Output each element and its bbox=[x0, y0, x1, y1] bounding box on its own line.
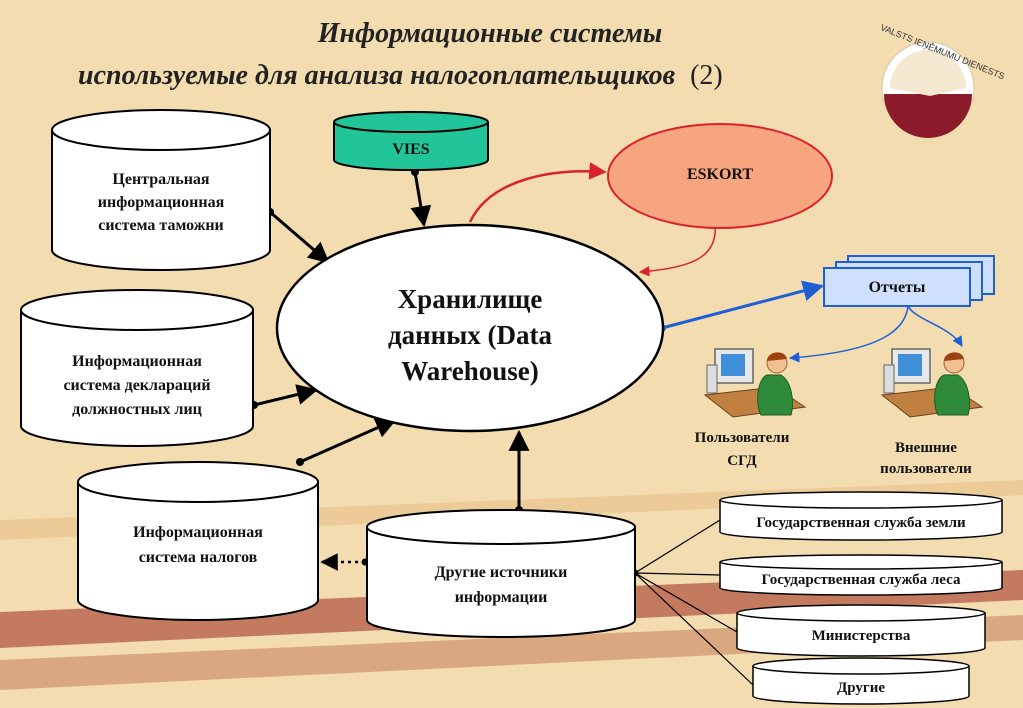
vies-cylinder: VIES bbox=[333, 111, 489, 171]
connector-dot bbox=[296, 458, 304, 466]
reports-label: Отчеты bbox=[869, 279, 926, 296]
arrow-reports-to-external-users bbox=[907, 305, 963, 347]
source-link-line bbox=[634, 572, 754, 686]
taxes-label-2: система налогов bbox=[139, 549, 258, 566]
cylinder-top bbox=[366, 509, 636, 545]
declarations-label-2: система деклараций bbox=[63, 377, 210, 394]
source-label-land: Государственная служба земли bbox=[756, 515, 966, 531]
warehouse-label-2: данных (Data bbox=[388, 320, 553, 350]
report-page-front bbox=[823, 267, 971, 307]
external-users-label-2: пользователи bbox=[880, 461, 972, 477]
warehouse-label-3: Warehouse) bbox=[401, 356, 539, 386]
customs-label-1: Центральная bbox=[112, 171, 210, 188]
other-sources-label-2: информации bbox=[455, 589, 548, 606]
cylinder-top bbox=[736, 604, 986, 622]
arrow-declarations-to-warehouse bbox=[253, 384, 319, 407]
arrow-customs-to-warehouse bbox=[269, 210, 330, 264]
source-label-forest: Государственная служба леса bbox=[761, 572, 961, 588]
cylinder-body bbox=[366, 527, 636, 638]
cylinder-body bbox=[51, 130, 271, 271]
logo-circle-top bbox=[890, 50, 966, 96]
arrow-taxes-to-warehouse bbox=[299, 418, 397, 464]
reports-node: Отчеты bbox=[823, 255, 995, 307]
external-users-label-1: Внешние bbox=[895, 440, 957, 456]
eskort-node: ESKORT bbox=[607, 123, 833, 229]
title-suffix: (2) bbox=[690, 60, 723, 91]
other-sources-label-1: Другие источники bbox=[435, 564, 568, 581]
cylinder-body bbox=[736, 613, 986, 657]
declarations-label-1: Информационная bbox=[72, 353, 202, 370]
arrow-reports-to-users-sgd bbox=[788, 305, 909, 363]
cylinder-body bbox=[719, 500, 1003, 541]
title-line-2-text: используемые для анализа налогоплательщи… bbox=[78, 60, 676, 91]
arrow-eskort-to-warehouse bbox=[638, 224, 716, 277]
computer-tower bbox=[706, 364, 718, 394]
taxes-system-cylinder: Информационная система налогов bbox=[77, 461, 319, 621]
external-workstation-icon bbox=[880, 348, 984, 418]
cylinder-top bbox=[77, 461, 319, 503]
customs-system-cylinder: Центральная информационная система тамож… bbox=[51, 109, 271, 271]
cylinder-top bbox=[752, 657, 970, 675]
arrow-warehouse-to-eskort bbox=[468, 162, 607, 223]
title-line-2: используемые для анализа налогоплательщи… bbox=[78, 60, 723, 91]
cylinder-body bbox=[333, 122, 489, 171]
warehouse-label-1: Хранилище bbox=[398, 284, 543, 314]
source-label-ministries: Министерства bbox=[812, 628, 911, 644]
user-workstation-icon bbox=[703, 348, 807, 418]
vies-label: VIES bbox=[392, 141, 429, 158]
taxes-label-1: Информационная bbox=[133, 524, 263, 541]
cylinder-top bbox=[719, 491, 1003, 509]
cylinder-body bbox=[719, 562, 1003, 596]
person-body bbox=[934, 374, 971, 416]
person-hair bbox=[944, 352, 964, 361]
warehouse-ellipse bbox=[275, 223, 665, 433]
logo-circle-fill bbox=[884, 94, 972, 138]
users-sgd-label-2: СГД bbox=[727, 453, 757, 469]
title-line-1: Информационные системы bbox=[317, 18, 662, 49]
eskort-ellipse bbox=[607, 123, 833, 229]
data-warehouse-node: Хранилище данных (Data Warehouse) bbox=[275, 223, 665, 433]
cylinder-body bbox=[77, 482, 319, 621]
source-cylinder-others: Другие bbox=[752, 657, 970, 705]
connectors bbox=[250, 168, 754, 686]
arrow-vies-to-warehouse bbox=[410, 171, 432, 228]
monitor-screen bbox=[721, 354, 745, 376]
source-cylinder-ministries: Министерства bbox=[736, 604, 986, 657]
other-sources-cylinder: Другие источники информации bbox=[366, 509, 636, 638]
eskort-label: ESKORT bbox=[687, 166, 753, 183]
cylinder-top bbox=[333, 111, 489, 133]
person-hair bbox=[767, 352, 787, 361]
source-cylinder-land: Государственная служба земли bbox=[719, 491, 1003, 541]
customs-label-3: система таможни bbox=[98, 217, 224, 234]
cylinder-top bbox=[719, 554, 1003, 570]
declarations-label-3: должностных лиц bbox=[72, 401, 202, 418]
source-cylinder-forest: Государственная служба леса bbox=[719, 554, 1003, 596]
declarations-system-cylinder: Информационная система деклараций должно… bbox=[20, 289, 254, 447]
source-link-line bbox=[634, 572, 721, 576]
computer-tower bbox=[883, 364, 895, 394]
source-label-others: Другие bbox=[837, 680, 885, 696]
customs-label-2: информационная bbox=[98, 194, 225, 211]
cylinder-body bbox=[752, 666, 970, 705]
person-body bbox=[757, 374, 794, 416]
users-sgd-label-1: Пользователи bbox=[695, 430, 790, 446]
cylinder-body bbox=[20, 310, 254, 447]
source-link-line bbox=[634, 572, 738, 633]
source-link-line bbox=[634, 519, 721, 574]
monitor-screen bbox=[898, 354, 922, 376]
cylinder-top bbox=[51, 109, 271, 151]
arrow-warehouse-to-reports bbox=[661, 280, 825, 330]
logo: VALSTS IEŅĒMUMU DIENESTS bbox=[879, 22, 1006, 138]
cylinder-top bbox=[20, 289, 254, 331]
